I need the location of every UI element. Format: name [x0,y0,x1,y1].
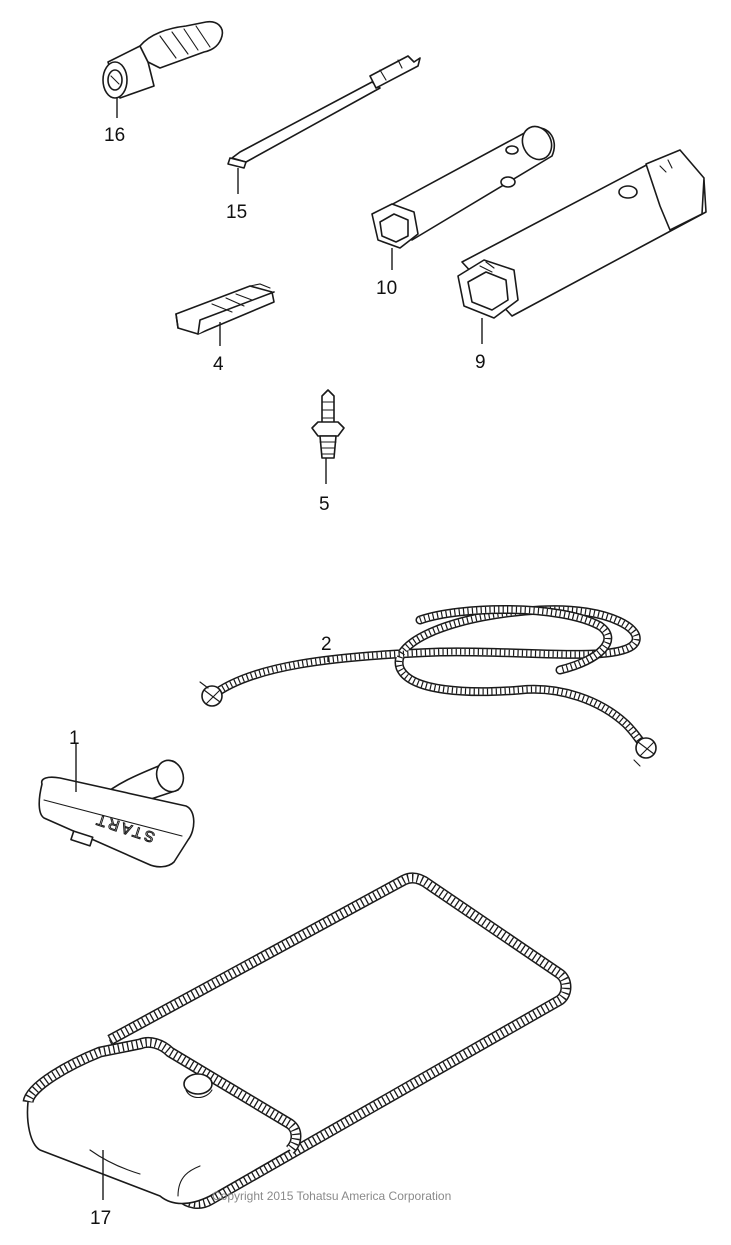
starter-handle-icon: START 1 [38,728,195,868]
small-box-wrench-icon: 10 [371,125,555,299]
tool-bag-icon: 17 [22,872,572,1229]
part-number-5: 5 [319,494,330,515]
large-box-wrench-icon: 9 [457,149,707,373]
part-number-10: 10 [376,278,397,299]
part-number-4: 4 [213,354,224,375]
part-number-15: 15 [226,202,247,223]
part-number-9: 9 [475,352,486,373]
part-number-1: 1 [69,728,80,749]
part-number-2: 2 [321,634,332,655]
copyright-text: Copyright 2015 Tohatsu America Corporati… [212,1189,451,1203]
part-number-17: 17 [90,1208,111,1229]
rope-icon: 2 [199,605,657,767]
screwdriver-handle-icon: 16 [102,20,224,146]
clip-icon: 4 [175,283,275,375]
part-number-16: 16 [104,125,125,146]
screwdriver-blade-icon: 15 [226,55,421,223]
hose-nipple-icon: 5 [311,389,345,515]
